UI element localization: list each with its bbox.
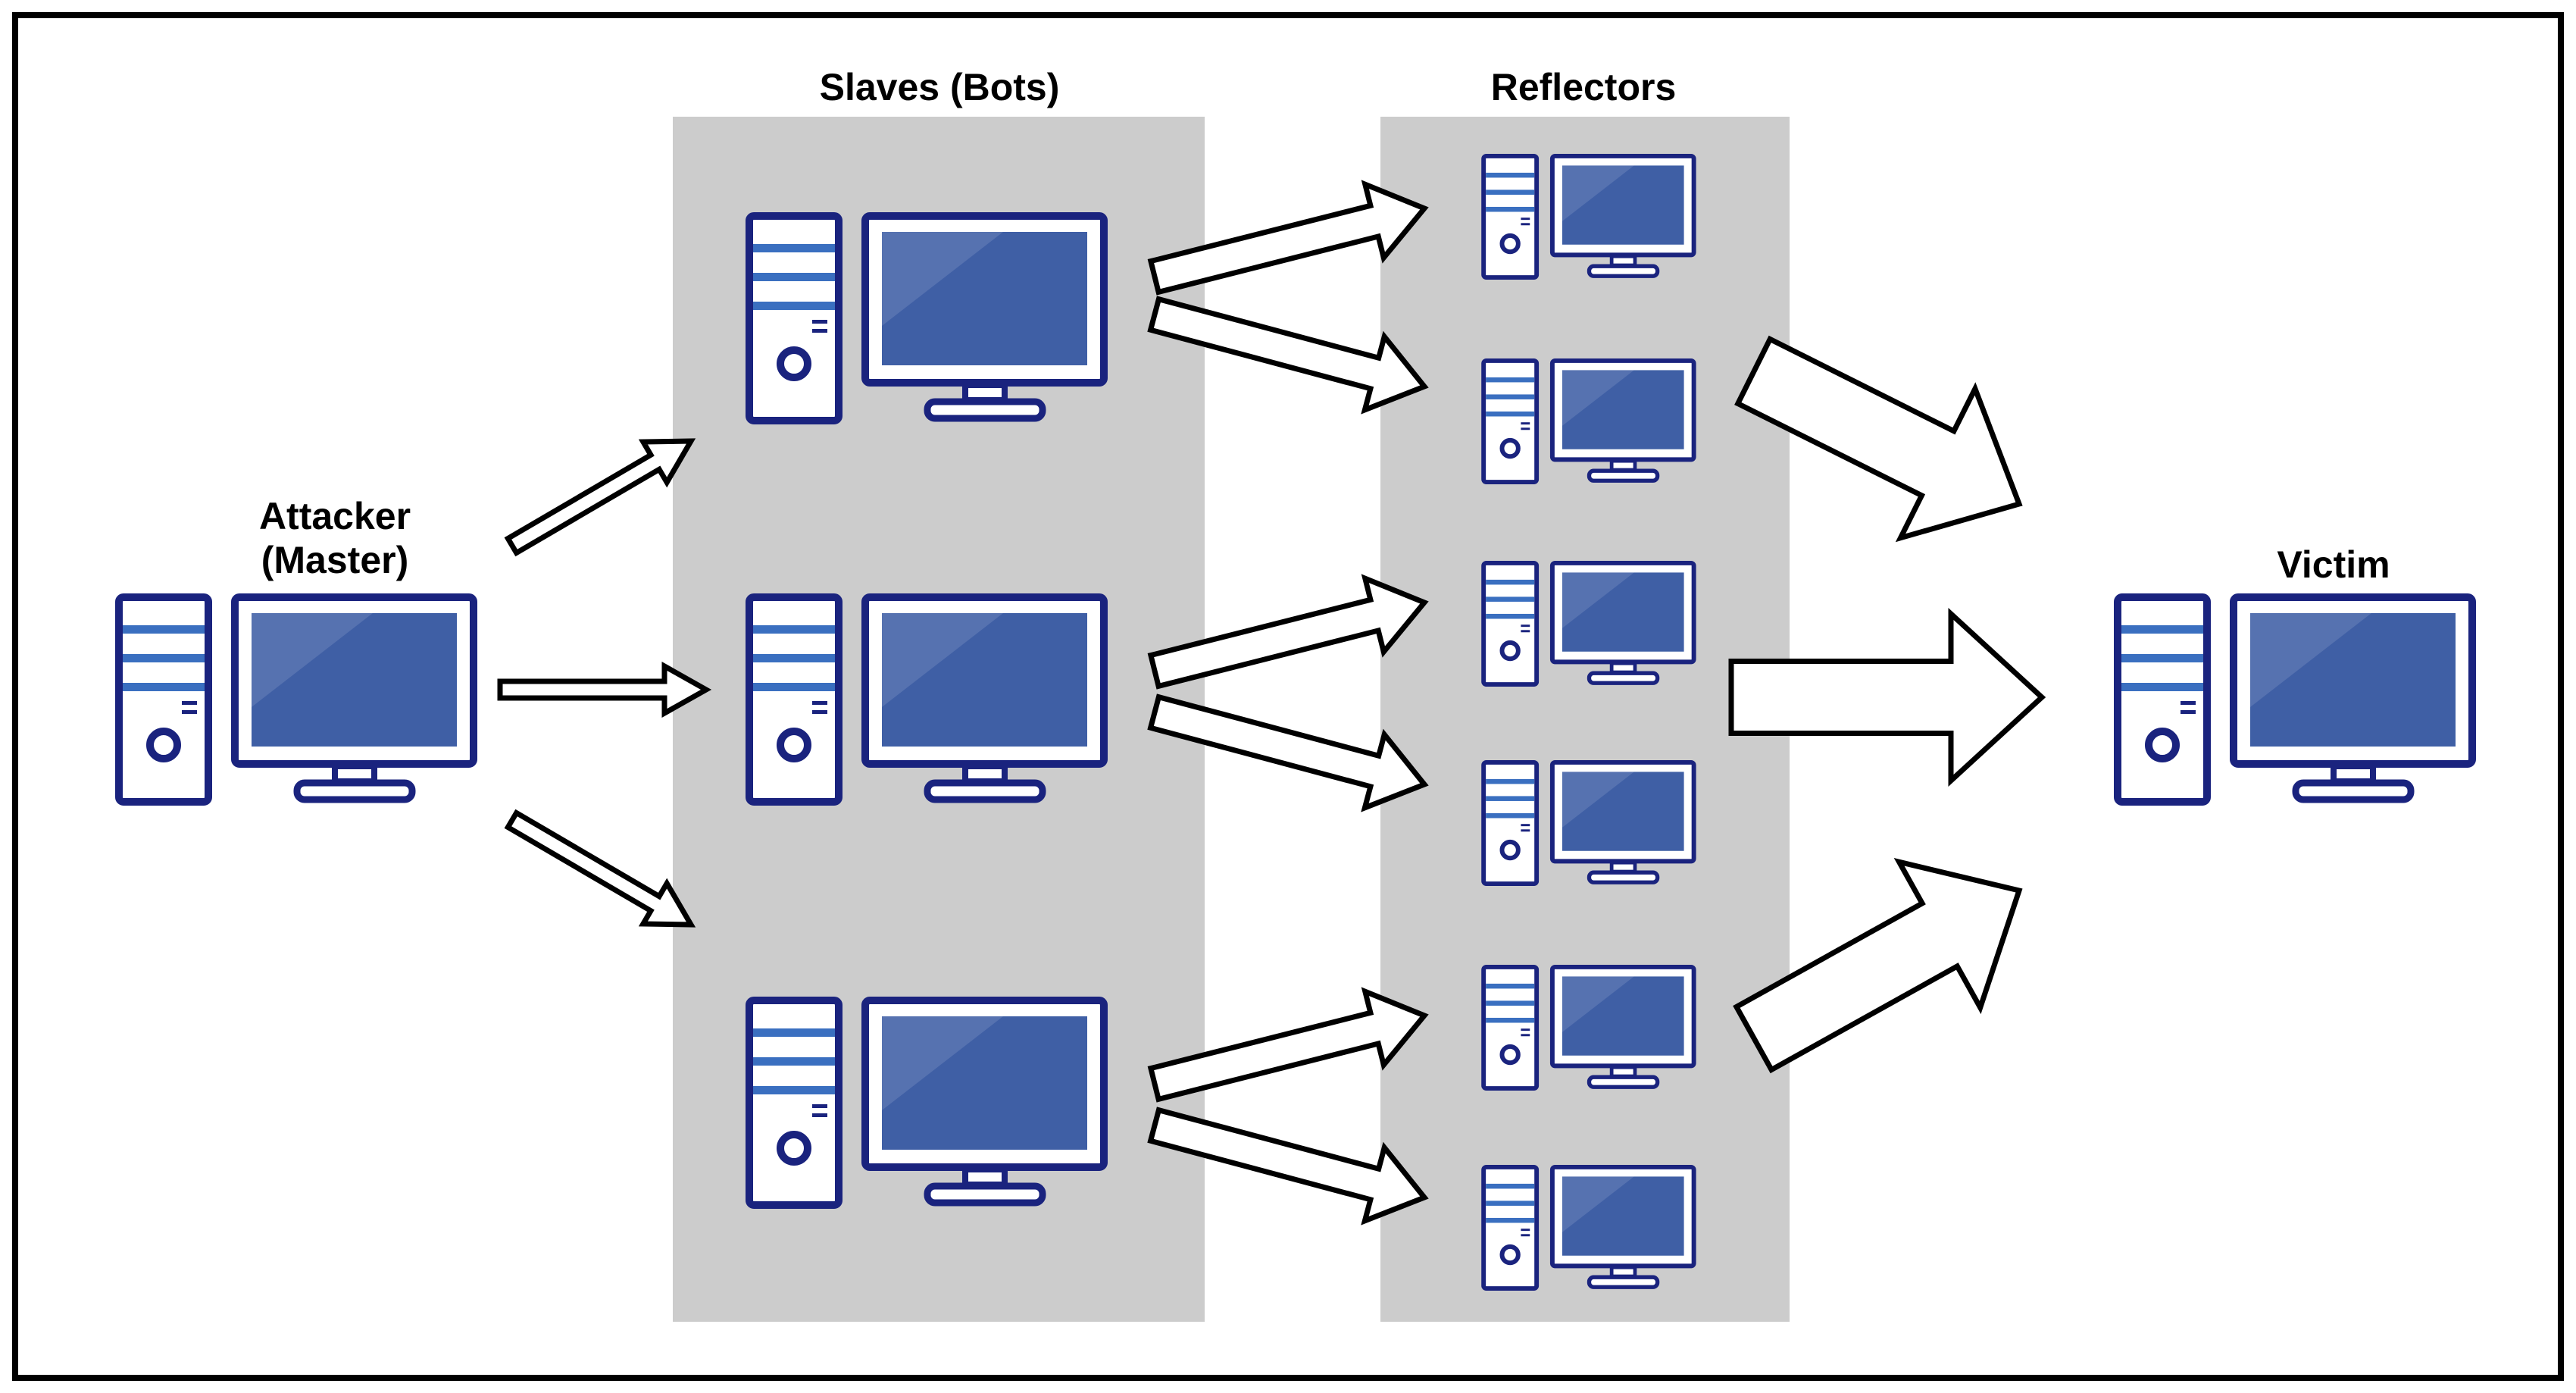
arrow-slave-3-to-reflector-5 <box>1147 987 1429 1103</box>
arrow-reflectors-to-victim-lower <box>1733 858 2023 1074</box>
arrow-reflectors-to-victim-upper <box>1734 335 2023 543</box>
arrow-attacker-to-slave-1 <box>504 438 696 557</box>
arrows-group <box>497 180 2046 1226</box>
arrow-slave-3-to-reflector-6 <box>1147 1107 1429 1226</box>
arrow-slave-2-to-reflector-3 <box>1147 574 1429 690</box>
attacker-label-line1: Attacker <box>259 495 411 537</box>
arrow-reflectors-to-victim-middle <box>1728 608 2046 787</box>
slaves-label: Slaves (Bots) <box>820 66 1060 108</box>
arrow-slave-1-to-reflector-2 <box>1147 296 1429 415</box>
victim-label: Victim <box>2277 543 2390 586</box>
reflectors-panel <box>1380 117 1790 1322</box>
attacker-label-line2: (Master) <box>261 539 408 581</box>
arrow-slave-2-to-reflector-4 <box>1147 693 1429 812</box>
arrow-slave-1-to-reflector-1 <box>1147 180 1429 296</box>
arrow-attacker-to-slave-2 <box>497 662 712 718</box>
reflectors-label: Reflectors <box>1491 66 1677 108</box>
arrow-attacker-to-slave-3 <box>504 809 696 928</box>
